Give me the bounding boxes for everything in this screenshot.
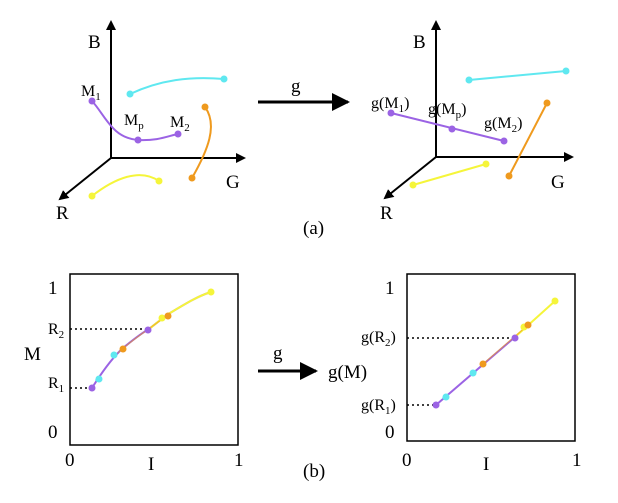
m1-point: [88, 97, 96, 105]
purple-line: [390, 112, 505, 142]
yellow-point: [409, 181, 417, 189]
x-axis-label: I: [483, 454, 489, 475]
x-tick-0: 0: [65, 450, 75, 471]
cyan-point: [126, 90, 134, 98]
yellow-curve: [91, 174, 160, 197]
caption-b: (b): [303, 461, 325, 482]
r-axis-label: R: [56, 203, 69, 224]
yellow-point: [551, 297, 559, 305]
r-axis-label: R: [380, 203, 393, 224]
m2-point: [174, 130, 182, 138]
panel-b-left-plot: 1 0 0 1 I M R2 R1: [24, 273, 244, 475]
yellow-line: [412, 163, 487, 186]
gmp-point: [448, 125, 456, 133]
orange-point: [543, 99, 551, 107]
cyan-line: [468, 70, 567, 81]
r2-point: [144, 326, 152, 334]
gm2-label: g(M2): [484, 115, 522, 135]
cyan-point: [95, 375, 103, 383]
g-axis-label: G: [551, 172, 565, 193]
mapping-label-b: g: [273, 343, 283, 364]
cyan-point: [110, 351, 118, 359]
orange-point: [505, 172, 513, 180]
r2-label: R2: [48, 321, 64, 341]
gr2-point: [511, 334, 519, 342]
r1-point: [88, 384, 96, 392]
orange-point: [479, 360, 487, 368]
x-tick-1: 1: [572, 450, 582, 471]
cyan-point: [465, 76, 473, 84]
x-tick-0: 0: [402, 450, 412, 471]
panel-b-right-plot: 1 0 0 1 I g(M) g(R2) g(R1): [328, 273, 582, 475]
y-tick-0: 0: [385, 422, 395, 443]
cyan-point: [220, 75, 228, 83]
cyan-point: [469, 369, 477, 377]
y-axis-label: M: [24, 344, 41, 365]
y-tick-1: 1: [385, 278, 395, 299]
panel-a-right-rgb-space: B G R g(M1) g(Mp) g(M2): [371, 20, 574, 224]
purple-curve: [91, 291, 212, 389]
m1-label: M1: [81, 83, 101, 103]
x-axis-label: I: [148, 454, 154, 475]
yellow-curve: [148, 291, 212, 330]
x-tick-1: 1: [234, 450, 244, 471]
g-axis-label: G: [226, 172, 240, 193]
yellow-point: [207, 288, 215, 296]
orange-point: [524, 321, 532, 329]
plot-frame: [69, 273, 239, 446]
b-axis-label: B: [88, 32, 101, 53]
orange-point: [201, 103, 209, 111]
yellow-point: [88, 192, 96, 200]
orange-curve: [191, 106, 212, 179]
gm1-point: [387, 109, 395, 117]
cyan-point: [562, 67, 570, 75]
orange-point: [164, 312, 172, 320]
mapping-label-a: g: [291, 76, 301, 97]
panel-a-left-rgb-space: B G R M1 Mp M2: [56, 20, 246, 224]
r-axis: [58, 157, 112, 201]
orange-point: [188, 174, 196, 182]
y-axis-label: g(M): [328, 362, 367, 383]
mp-label: Mp: [124, 112, 144, 132]
yellow-point: [158, 314, 166, 322]
gr1-point: [432, 401, 440, 409]
gm2-point: [500, 137, 508, 145]
mp-point: [134, 136, 142, 144]
orange-line: [482, 324, 529, 365]
gmp-label: g(Mp): [428, 101, 466, 121]
b-axis-label: B: [413, 32, 426, 53]
r1-label: R1: [48, 375, 64, 395]
gr2-label: g(R2): [361, 329, 396, 349]
plot-frame: [406, 273, 576, 442]
yellow-point: [155, 177, 163, 185]
y-tick-1: 1: [48, 278, 58, 299]
cyan-curve: [129, 77, 225, 95]
yellow-point: [482, 160, 490, 168]
orange-point: [119, 345, 127, 353]
y-tick-0: 0: [48, 422, 58, 443]
m2-label: M2: [170, 114, 190, 134]
orange-line: [508, 102, 548, 177]
gm1-label: g(M1): [371, 95, 409, 115]
cyan-point: [442, 393, 450, 401]
r-axis: [383, 156, 437, 200]
gr1-label: g(R1): [361, 397, 396, 417]
caption-a: (a): [303, 218, 324, 239]
